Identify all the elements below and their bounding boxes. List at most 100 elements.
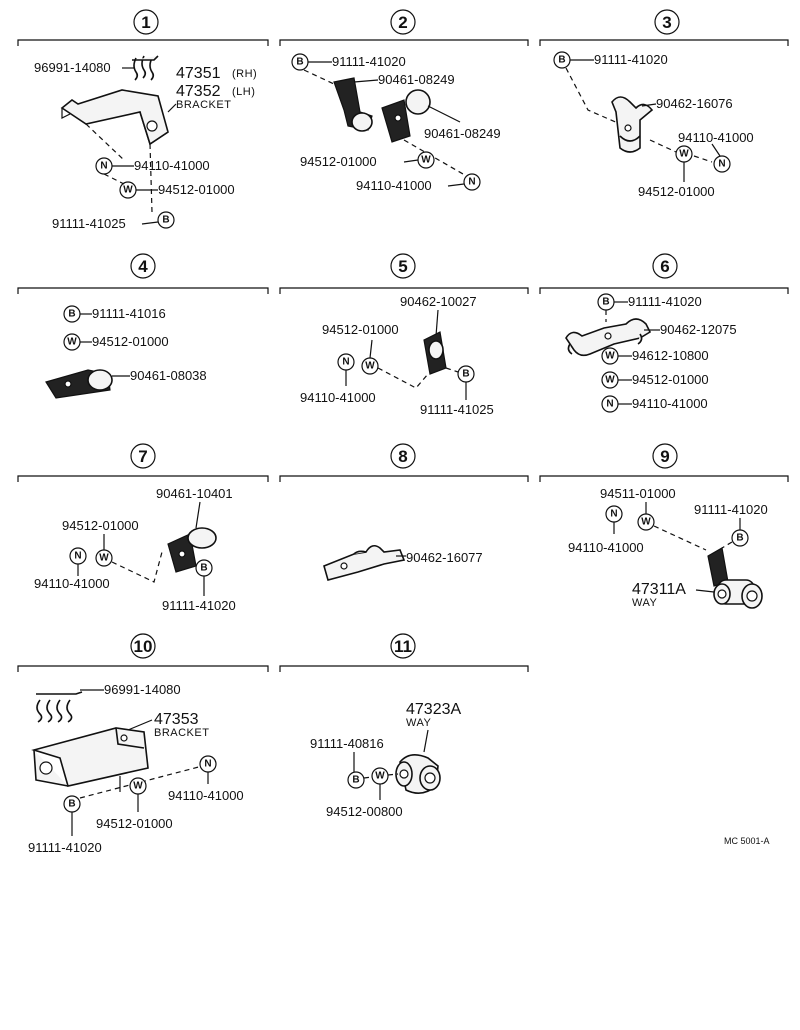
bolt-symbol: B [602,297,609,308]
bolt-part-number: 91111-41020 [628,294,702,309]
section-number: 4 [138,257,148,276]
washer-symbol: W [421,155,431,166]
section-number: 8 [398,447,407,466]
nut-symbol: N [342,357,349,368]
section-number: 6 [660,257,669,276]
bolt-symbol: B [68,799,75,810]
section-number: 7 [138,447,147,466]
bolt-part-number: 91111-41020 [162,598,236,613]
nut-part-number: 94110-41000 [168,788,244,803]
washer-part-number: 94512-00800 [326,804,403,819]
clip-part [36,691,83,723]
nut-symbol: N [718,159,725,170]
bracket-part [60,89,169,146]
clamp-part [167,527,217,573]
clip-part [132,55,159,81]
clamp-b-part-number: 90461-08249 [424,126,501,141]
section-2: 2 B 91111-41020 90461-08249 90461-08249 … [279,9,529,193]
clamp-part-a [333,77,373,132]
clamp-part [611,96,654,153]
bolt-part-number: 91111-41020 [332,54,406,69]
bracket-label: BRACKET [176,99,231,111]
section-9: 9 94511-01000 N W 94110-41000 91111-4102… [539,443,789,609]
washer-part-number: 94512-01000 [62,518,139,533]
section-5: 5 90462-10027 94512-01000 N W 94110-4100… [279,253,529,417]
section-10: 10 96991-14080 47353 BRACKET N 94110-410… [17,633,269,855]
bolt-symbol: B [352,775,359,786]
washer-b-symbol: W [605,375,615,386]
bolt-part-number: 91111-41016 [92,306,166,321]
bolt-part-number: 91111-41020 [594,52,668,67]
nut-symbol: N [204,759,211,770]
section-number: 10 [134,637,153,656]
section-number: 3 [662,13,671,32]
washer-part-number: 94512-01000 [638,184,715,199]
clamp-part [565,318,652,357]
nut-part-number: 94110-41000 [632,396,708,411]
washer-symbol: W [67,337,77,348]
washer-part-number: 94511-01000 [600,486,676,501]
clamp-part [423,331,447,375]
washer-symbol: W [365,361,375,372]
bolt-part-number: 91111-41025 [52,216,126,231]
way-part [707,547,763,609]
bolt-part-number: 91111-41020 [694,502,768,517]
section-8: 8 90462-16077 [279,443,529,581]
nut-part-number: 94110-41000 [678,130,754,145]
section-1: 1 96991-14080 47351 (RH) 47352 (LH) BRAC… [17,9,269,231]
bolt-symbol: B [200,563,207,574]
bracket-label: BRACKET [154,727,209,739]
nut-symbol: N [610,509,617,520]
washer-part-number: 94512-01000 [92,334,169,349]
clip-part-number: 96991-14080 [34,60,111,75]
bracket-lh-number: 47352 [176,83,221,100]
bracket-part [31,727,149,787]
nut-part-number: 94110-41000 [34,576,110,591]
section-3: 3 B 91111-41020 90462-16076 W N 94110-41… [539,9,789,199]
section-number: 2 [398,13,407,32]
washer-symbol: W [375,771,385,782]
clamp-a-part-number: 90461-08249 [378,72,455,87]
section-number: 5 [398,257,407,276]
section-11: 11 47323A WAY 91111-40816 B W 94512-0080… [279,633,529,819]
bracket-part-number: 47353 [154,711,199,728]
washer-symbol: W [99,553,109,564]
nut-part-number: 94110-41000 [134,158,210,173]
section-number: 9 [660,447,669,466]
nut-part-number: 94110-41000 [300,390,376,405]
way-part-number: 47323A [406,701,461,718]
bolt-part-number: 91111-40816 [310,736,384,751]
nut-part-number: 94110-41000 [356,178,432,193]
way-part [395,754,441,794]
washer-symbol: W [123,185,133,196]
washer-part-number: 94512-01000 [300,154,377,169]
washer-symbol: W [641,517,651,528]
bolt-symbol: B [162,215,169,226]
washer-a-symbol: W [605,351,615,362]
washer-part-number: 94512-01000 [158,182,235,197]
clamp-part-number: 90462-16077 [406,550,483,565]
bolt-symbol: B [736,533,743,544]
bolt-symbol: B [68,309,75,320]
clamp-part [45,369,113,399]
washer-part-number: 94512-01000 [96,816,173,831]
clamp-part-number: 90462-16076 [656,96,733,111]
footer-code: MC 5001-A [724,836,770,846]
washer-b-part-number: 94512-01000 [632,372,709,387]
bolt-part-number: 91111-41025 [420,402,494,417]
way-label: WAY [632,597,657,609]
bracket-rh-side: (RH) [232,68,257,80]
way-label: WAY [406,717,431,729]
washer-part-number: 94512-01000 [322,322,399,337]
clamp-part-number: 90461-10401 [156,486,233,501]
clamp-part-number: 90462-10027 [400,294,477,309]
nut-symbol: N [606,399,613,410]
washer-symbol: W [679,149,689,160]
bolt-symbol: B [296,57,303,68]
clamp-part-b [381,89,431,143]
nut-symbol: N [74,551,81,562]
clip-part-number: 96991-14080 [104,682,181,697]
bracket-rh-number: 47351 [176,65,221,82]
section-number: 11 [394,637,412,656]
